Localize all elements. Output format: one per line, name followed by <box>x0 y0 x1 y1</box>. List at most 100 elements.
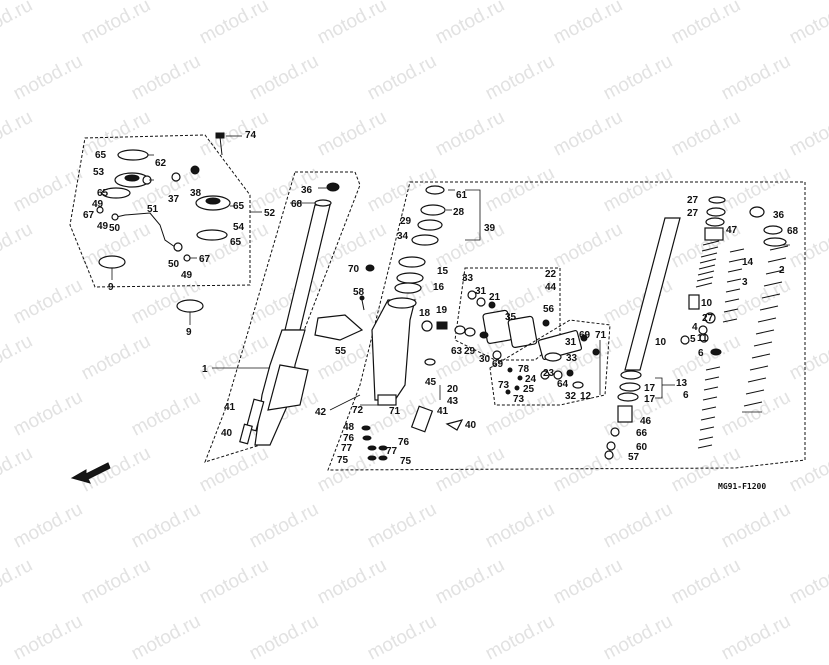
front-direction-arrow <box>70 462 111 484</box>
callout-49b: 49 <box>97 221 109 232</box>
part-29-ring <box>417 219 443 231</box>
callout-65d: 65 <box>230 237 242 248</box>
part-27-ring-2 <box>705 217 725 227</box>
callout-50b: 50 <box>168 259 180 270</box>
callout-76: 76 <box>343 433 355 444</box>
part-77b-washer <box>378 445 388 451</box>
callout-61: 61 <box>456 190 468 201</box>
callout-34: 34 <box>397 231 409 242</box>
part-41-pad <box>410 405 434 433</box>
callout-65b: 65 <box>97 188 109 199</box>
part-35-body <box>507 315 538 348</box>
part-75b-washer <box>378 455 388 461</box>
part-46-body <box>617 405 633 423</box>
bolt-shaft <box>219 136 223 156</box>
callout-67b: 67 <box>199 254 211 265</box>
callout-75: 75 <box>337 455 349 466</box>
part-73-pin <box>505 389 511 395</box>
part-63-ring <box>454 325 466 335</box>
callout-42: 42 <box>315 407 327 418</box>
callout-60: 60 <box>636 442 648 453</box>
callout-71: 71 <box>389 406 401 417</box>
callout-66: 66 <box>636 428 648 439</box>
part-51-cable <box>111 212 176 248</box>
part-34-ring <box>411 234 439 246</box>
part-67-bolt-2 <box>183 254 191 262</box>
callout-50: 50 <box>109 223 121 234</box>
part-58-head <box>359 295 365 301</box>
callout-6: 6 <box>698 348 704 359</box>
part-38-nut <box>190 165 200 175</box>
bracket-17 <box>655 377 663 399</box>
exploded-parts-diagram: 74 65 62 53 65 37 38 49 51 65 52 67 49 5… <box>69 130 806 491</box>
right-fork-outline <box>327 181 806 471</box>
callout-65: 65 <box>95 150 107 161</box>
callout-73: 73 <box>498 380 510 391</box>
callout-74: 74 <box>245 130 257 141</box>
part-18-nut <box>421 320 433 332</box>
callout-49: 49 <box>92 199 104 210</box>
callout-64: 64 <box>557 379 569 390</box>
left-fork-assembly <box>204 171 361 463</box>
bolt-head <box>215 132 225 139</box>
spring-2-top <box>763 237 787 247</box>
fork-slider-right <box>371 299 416 401</box>
part-15-ring-2 <box>396 272 424 284</box>
callout-48: 48 <box>343 422 355 433</box>
part-17-ring-2 <box>619 382 641 392</box>
bracket-parts <box>314 264 375 341</box>
part-69-pin <box>580 334 588 342</box>
part-76-washer <box>362 435 372 441</box>
part-33-ball <box>566 369 574 377</box>
callout-27c: 27 <box>702 313 714 324</box>
callout-45: 45 <box>425 377 437 388</box>
part-62-stud <box>171 172 181 182</box>
damper-group-outline <box>454 267 561 361</box>
callout-40b: 40 <box>465 420 477 431</box>
callout-29b: 29 <box>464 346 476 357</box>
callout-75b: 75 <box>400 456 412 467</box>
callout-3: 3 <box>742 277 748 288</box>
part-40-clip <box>445 419 464 431</box>
part-16-ring <box>394 282 422 294</box>
part-23-ring <box>540 370 550 380</box>
callout-2: 2 <box>779 265 785 276</box>
callout-47: 47 <box>726 225 738 236</box>
part-48-bolt <box>361 425 371 431</box>
fork-slider-bracket <box>267 364 309 411</box>
callout-72: 72 <box>352 405 364 416</box>
callout-33: 33 <box>462 273 474 284</box>
callout-9b: 9 <box>186 327 192 338</box>
part-6-washer <box>710 348 722 356</box>
part-19-plug <box>436 321 448 330</box>
callout-14: 14 <box>742 257 754 268</box>
part-50-bolt <box>111 213 119 221</box>
part-69-bolt <box>492 350 502 360</box>
callout-65c: 65 <box>233 201 245 212</box>
group-bracket-39 <box>465 189 481 241</box>
part-28-ring <box>420 204 446 216</box>
part-45-bushing <box>424 358 436 366</box>
part-71-bracket <box>377 394 397 406</box>
part-78-pin <box>507 367 513 373</box>
part-65-ring-3 <box>196 229 228 241</box>
part-15-ring <box>398 256 426 268</box>
part-21-pin <box>488 301 496 309</box>
part-5-ring <box>680 335 690 345</box>
part-36-cap <box>326 182 340 192</box>
right-fork-assembly <box>327 181 806 471</box>
callout-54: 54 <box>233 222 245 233</box>
callout-6b: 6 <box>683 390 689 401</box>
damper-valve-group <box>454 267 561 361</box>
callout-70: 70 <box>348 264 360 275</box>
callout-77b: 77 <box>386 446 398 457</box>
callout-13: 13 <box>676 378 688 389</box>
callout-27b: 27 <box>687 208 699 219</box>
callout-12: 12 <box>580 391 592 402</box>
callout-68b: 68 <box>787 226 799 237</box>
drawing-code: MG91-F1200 <box>718 482 766 491</box>
callout-1: 1 <box>202 364 208 375</box>
callout-22: 22 <box>545 269 557 280</box>
part-61-seal <box>425 185 445 195</box>
callout-19: 19 <box>436 305 448 316</box>
